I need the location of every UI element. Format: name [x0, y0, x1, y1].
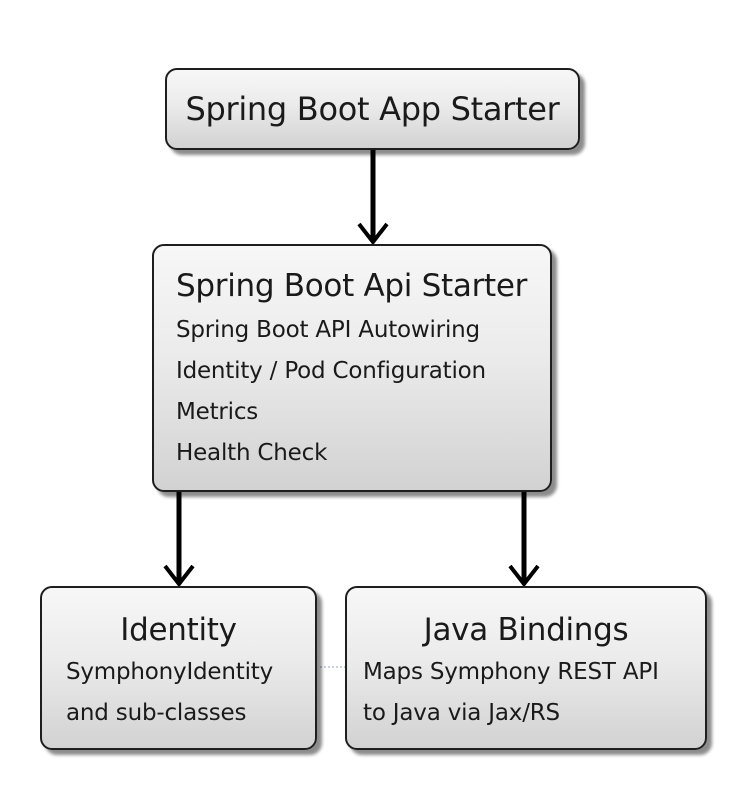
node-description-line: to Java via Jax/RS [363, 700, 560, 726]
node-spring-boot-api-starter: Spring Boot Api Starter Spring Boot API … [152, 244, 552, 492]
node-feature-autowiring: Spring Boot API Autowiring [176, 317, 480, 343]
edge-app-to-api [357, 150, 389, 246]
node-description-line: SymphonyIdentity [66, 659, 274, 685]
arrowhead-icon [163, 564, 195, 588]
node-description-line: and sub-classes [66, 700, 247, 726]
node-spring-boot-app-starter: Spring Boot App Starter [165, 68, 580, 150]
node-title: Spring Boot App Starter [185, 90, 560, 128]
node-title: Java Bindings [423, 612, 629, 648]
node-description-line: Maps Symphony REST API [363, 659, 659, 685]
arrowhead-icon [508, 564, 540, 588]
node-java-bindings: Java Bindings Maps Symphony REST API to … [345, 586, 707, 750]
edge-api-to-java [508, 492, 540, 588]
node-feature-health-check: Health Check [176, 440, 328, 466]
node-feature-metrics: Metrics [176, 399, 259, 425]
node-identity: Identity SymphonyIdentity and sub-classe… [40, 586, 317, 750]
arrowhead-icon [357, 222, 389, 246]
node-feature-pod-config: Identity / Pod Configuration [176, 358, 486, 384]
node-title: Identity [120, 612, 237, 648]
edge-api-to-identity [163, 492, 195, 588]
node-title: Spring Boot Api Starter [176, 268, 528, 304]
